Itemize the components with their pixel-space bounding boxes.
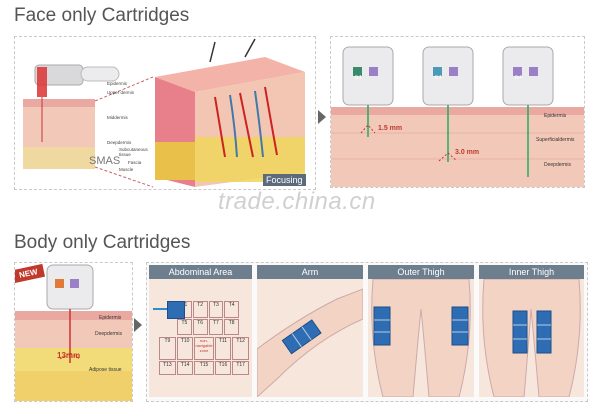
tissue-label: Superficialdermis — [536, 137, 575, 143]
depth-label: 1.5 mm — [378, 125, 403, 132]
grid-cell: T11 — [214, 337, 232, 360]
cartridge-label: 0.1 — [355, 75, 362, 81]
body-section-title: Body only Cartridges — [14, 232, 191, 253]
face-cartridges-illustration — [331, 46, 584, 187]
face-cartridges-panel: 0.1 0.1 0.4 1.5 mm 3.0 mm Epidermis Supe… — [330, 36, 585, 188]
grid-cell: T4 — [224, 301, 239, 318]
next-arrow-icon — [318, 110, 326, 124]
body-areas-panel: Abdominal Area T1 T2 T3 T4 T5 T6 T7 T8 T… — [146, 262, 588, 402]
treatment-grid-top: T1 T2 T3 T4 T5 T6 T7 T8 — [177, 301, 239, 335]
depth-label: 3.0 mm — [455, 149, 480, 156]
grid-cell: T5 — [177, 318, 192, 335]
layer-label: Fascia — [128, 160, 142, 165]
cartridge-label: 0.1 — [435, 75, 442, 81]
inner-thigh-panel: Inner Thigh — [479, 265, 584, 397]
depth-label: 13mm — [57, 351, 81, 360]
cartridge-icon — [342, 46, 394, 137]
tissue-label: Epidermis — [544, 113, 567, 119]
tissue-label: Deepdermis — [544, 162, 571, 168]
panel-title: Outer Thigh — [368, 265, 474, 279]
grid-cell: non-navigable zone — [194, 337, 214, 360]
cartridge-icon — [502, 46, 554, 177]
outer-thigh-panel: Outer Thigh — [368, 265, 474, 397]
grid-cell: T10 — [176, 337, 194, 360]
layer-label: Deepdermis — [107, 140, 132, 145]
grid-cell: T9 — [159, 337, 176, 360]
grid-cell: T15 — [194, 361, 214, 375]
abdominal-panel: Abdominal Area T1 T2 T3 T4 T5 T6 T7 T8 T… — [149, 265, 252, 397]
grid-cell: T13 — [159, 361, 176, 375]
cartridge-label: 0.4 — [515, 75, 522, 81]
cartridge-icon — [46, 264, 94, 363]
panel-title: Abdominal Area — [149, 265, 252, 279]
outer-thigh-illustration — [371, 279, 471, 397]
smas-label: SMAS — [89, 155, 121, 167]
body-cartridge-illustration — [15, 264, 132, 401]
treatment-grid-bottom: T9 T10 non-navigable zone T11 T12 T13 T1… — [159, 337, 249, 375]
inner-thigh-illustration — [482, 279, 581, 397]
tissue-label: Deepdermis — [95, 331, 122, 337]
grid-cell: T3 — [208, 301, 224, 318]
panel-title: Arm — [257, 265, 363, 279]
layer-label: Upper dermis — [107, 90, 135, 95]
face-anatomy-illustration — [23, 38, 305, 188]
panel-title: Inner Thigh — [479, 265, 584, 279]
focusing-label: Focusing — [263, 174, 306, 186]
skin-block-illustration — [155, 38, 305, 187]
watermark-text: trade.china.cn — [218, 188, 376, 215]
next-arrow-icon — [134, 318, 142, 332]
grid-cell: T2 — [192, 301, 208, 318]
arm-panel: Arm — [257, 265, 363, 397]
layer-label: Epidermis — [107, 81, 128, 86]
layer-label: Subcutaneous tissue — [119, 147, 148, 157]
handpiece-icon — [34, 64, 120, 97]
face-anatomy-panel: Epidermis Upper dermis Middermis Deepder… — [14, 36, 316, 190]
grid-cell: T14 — [176, 361, 194, 375]
grid-cell: T8 — [224, 318, 239, 335]
grid-cell: T7 — [208, 318, 224, 335]
grid-cell: T16 — [214, 361, 232, 375]
applicator-icon — [167, 301, 185, 319]
tissue-label: Adipose tissue — [89, 367, 122, 373]
arm-illustration — [257, 288, 363, 397]
cartridge-icon — [422, 46, 474, 162]
layer-label: Muscle — [119, 167, 134, 172]
arrow-icon — [153, 308, 167, 310]
grid-cell: T12 — [232, 337, 249, 360]
tissue-label: Epidermis — [99, 315, 122, 321]
grid-cell: T17 — [232, 361, 249, 375]
face-section-title: Face only Cartridges — [14, 5, 190, 26]
body-cartridge-panel: NEW 13mm Epidermis Deepdermis Adipose ti… — [14, 262, 133, 402]
grid-cell: T6 — [192, 318, 208, 335]
layer-label: Middermis — [107, 115, 128, 120]
